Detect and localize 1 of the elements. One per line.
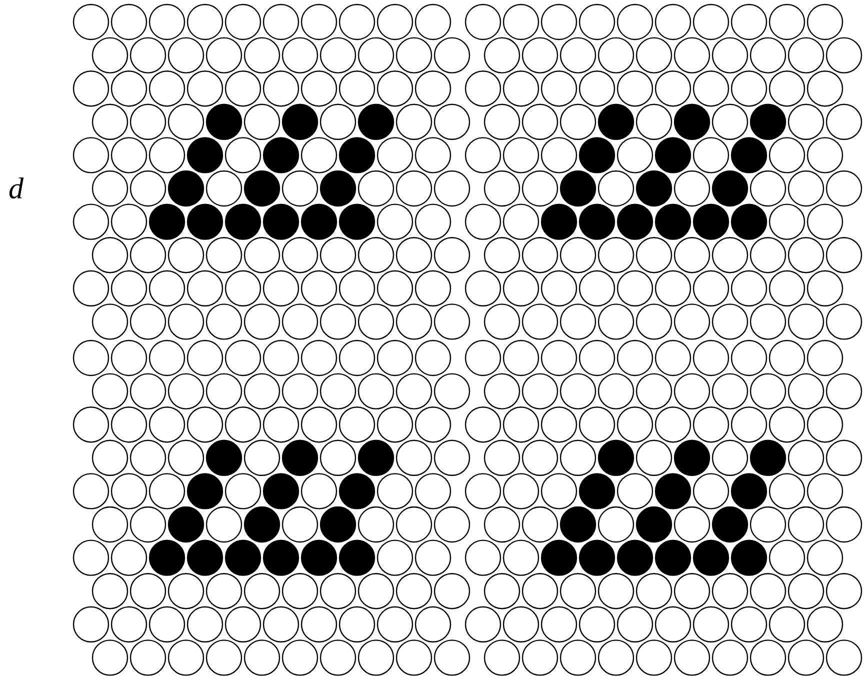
panel-label: d: [9, 177, 24, 199]
